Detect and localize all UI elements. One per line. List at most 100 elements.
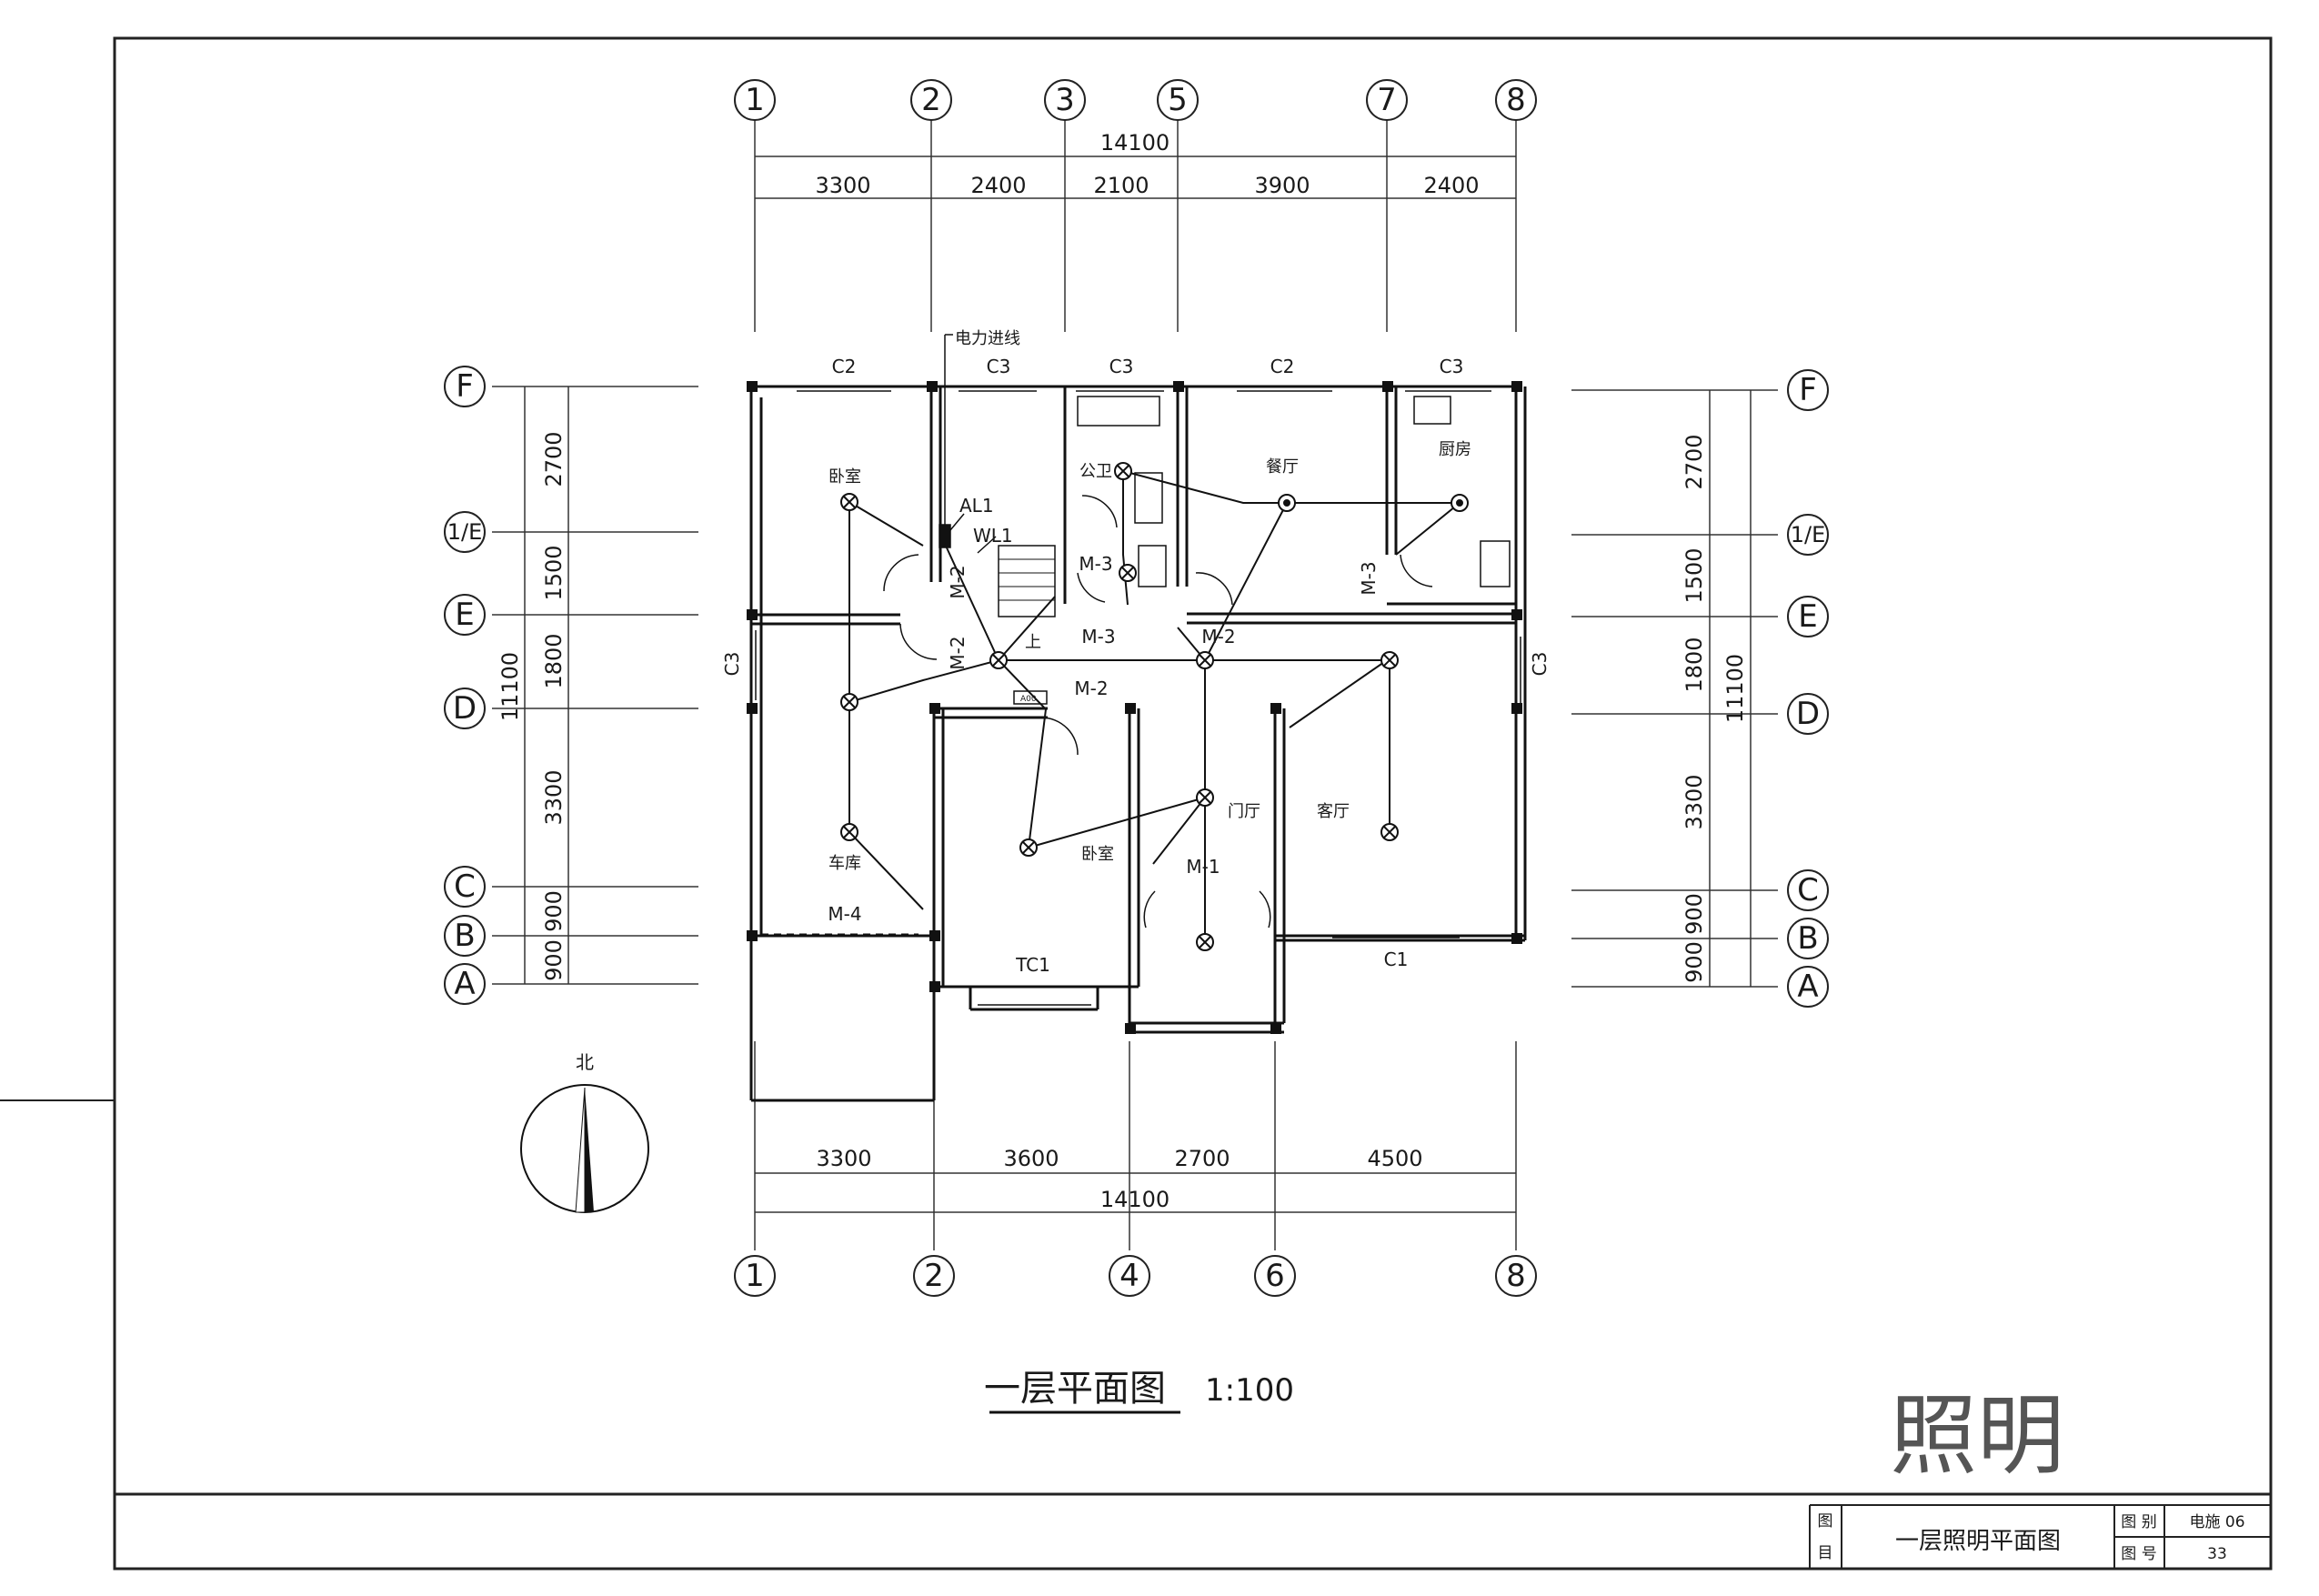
bathtub-icon xyxy=(1077,396,1160,427)
toilet-icon xyxy=(1134,472,1163,524)
dim-left-2: 1500 xyxy=(541,545,567,600)
axis-top-1: 1 xyxy=(745,82,765,118)
axis-right-b: B xyxy=(1797,920,1818,957)
title-block-category-label: 图 别 xyxy=(2121,1513,2156,1531)
window-openings xyxy=(755,390,1521,1006)
light-fixtures xyxy=(840,462,1469,951)
dim-right-3: 1800 xyxy=(1682,637,1707,692)
dim-left-3: 1800 xyxy=(541,633,567,688)
door-m2-b: M-2 xyxy=(947,636,969,669)
axis-bottom-4: 4 xyxy=(1119,1258,1139,1294)
axis-left-1e: 1/E xyxy=(447,519,483,545)
ceiling-light-icon xyxy=(1196,651,1214,669)
axis-bubbles xyxy=(444,79,1829,1297)
handwritten-note: 照明 xyxy=(1890,1385,2064,1487)
panel-label: AL1 xyxy=(959,495,994,517)
axis-bottom-8: 8 xyxy=(1506,1258,1526,1294)
dim-left-4: 3300 xyxy=(541,769,567,825)
dim-left-6: 900 xyxy=(541,939,567,981)
drawing-scale: 1:100 xyxy=(1205,1372,1294,1409)
axis-left-a: A xyxy=(454,966,475,1002)
window-c2-a: C2 xyxy=(832,356,857,377)
axis-right-f: F xyxy=(1799,372,1817,408)
axis-left-e: E xyxy=(455,597,474,633)
title-block-label-a: 图 xyxy=(1818,1512,1833,1531)
dim-right-5: 900 xyxy=(1682,893,1707,935)
axis-bottom-1: 1 xyxy=(745,1258,765,1294)
dim-top-3: 2100 xyxy=(1093,173,1149,198)
stair-up-label: 上 xyxy=(1025,633,1041,652)
power-inlet-label: 电力进线 xyxy=(955,329,1020,348)
drawing-title: 一层平面图 xyxy=(984,1368,1166,1410)
fixtures xyxy=(939,396,1511,587)
ceiling-light-icon xyxy=(1196,933,1214,951)
title-block-label-b: 目 xyxy=(1818,1544,1833,1562)
dim-bottom-1: 3300 xyxy=(816,1146,871,1171)
door-m3-b: M-3 xyxy=(1081,626,1115,647)
title-block-category: 电施 06 xyxy=(2189,1513,2244,1531)
sheet-border xyxy=(0,36,2273,1571)
ceiling-light-icon xyxy=(1278,494,1296,512)
circuit-label: WL1 xyxy=(973,525,1013,547)
electrical-labels: 电力进线 AL1 WL1 上 A00 xyxy=(955,329,1041,704)
dim-top-1: 3300 xyxy=(815,173,870,198)
axis-top-8: 8 xyxy=(1506,82,1526,118)
door-m3-a: M-3 xyxy=(1079,553,1112,575)
room-living: 客厅 xyxy=(1317,802,1350,821)
window-c3-left: C3 xyxy=(721,652,743,677)
axis-right-d: D xyxy=(1796,696,1820,732)
window-c3-a: C3 xyxy=(987,356,1011,377)
title-block xyxy=(1809,1504,2271,1569)
dim-top-total: 14100 xyxy=(1100,130,1170,156)
door-m2-c: M-2 xyxy=(1074,678,1108,699)
dim-bottom-4: 4500 xyxy=(1367,1146,1422,1171)
room-bedroom-1: 卧室 xyxy=(828,467,861,487)
dim-left-outer: 11100 xyxy=(497,652,523,721)
window-c3-c: C3 xyxy=(1440,356,1464,377)
ceiling-light-icon xyxy=(1019,838,1038,857)
ceiling-light-icon xyxy=(989,651,1008,669)
axis-left-f: F xyxy=(456,368,474,405)
axis-lines xyxy=(492,115,1778,1250)
room-kitchen: 厨房 xyxy=(1439,440,1471,459)
drawing-title-block: 一层平面图 1:100 xyxy=(984,1368,1294,1414)
columns xyxy=(747,381,1522,1034)
room-dining: 餐厅 xyxy=(1266,457,1299,477)
window-tc1: TC1 xyxy=(1015,954,1050,976)
north-label: 北 xyxy=(576,1051,594,1073)
window-c3-b: C3 xyxy=(1109,356,1134,377)
room-bathroom: 公卫 xyxy=(1079,462,1112,481)
axis-top-2: 2 xyxy=(921,82,941,118)
room-labels: 卧室 公卫 餐厅 厨房 车库 卧室 门厅 客厅 xyxy=(828,440,1471,873)
ceiling-light-icon xyxy=(1114,462,1132,480)
dim-right-4: 3300 xyxy=(1682,774,1707,829)
ceiling-light-icon xyxy=(1119,564,1137,582)
tag-label: A00 xyxy=(1020,695,1037,704)
dim-top-4: 3900 xyxy=(1254,173,1310,198)
dim-right-2: 1500 xyxy=(1682,547,1707,603)
room-hall: 门厅 xyxy=(1228,802,1260,821)
ceiling-light-icon xyxy=(1451,494,1469,512)
dimension-texts: 14100 3300 2400 2100 3900 2400 3300 3600… xyxy=(497,130,1748,1212)
dim-left-5: 900 xyxy=(541,890,567,932)
room-garage: 车库 xyxy=(828,854,861,873)
axis-right-1e: 1/E xyxy=(1791,522,1826,547)
dim-bottom-total: 14100 xyxy=(1100,1187,1170,1212)
window-c1: C1 xyxy=(1384,949,1409,970)
dim-top-2: 2400 xyxy=(970,173,1026,198)
door-m3-c: M-3 xyxy=(1358,561,1380,595)
ceiling-light-icon xyxy=(840,823,858,841)
ceiling-light-icon xyxy=(840,493,858,511)
axis-top-3: 3 xyxy=(1055,82,1075,118)
axis-top-7: 7 xyxy=(1377,82,1397,118)
dim-top-5: 2400 xyxy=(1423,173,1479,198)
title-block-number-label: 图 号 xyxy=(2121,1545,2156,1563)
dim-right-1: 2700 xyxy=(1682,434,1707,489)
door-m2-d: M-2 xyxy=(1201,626,1235,647)
door-m4: M-4 xyxy=(828,903,861,925)
title-block-number: 33 xyxy=(2207,1545,2227,1563)
stove-icon xyxy=(1413,396,1451,425)
ceiling-light-icon xyxy=(1380,651,1399,669)
window-c3-right: C3 xyxy=(1529,652,1551,677)
